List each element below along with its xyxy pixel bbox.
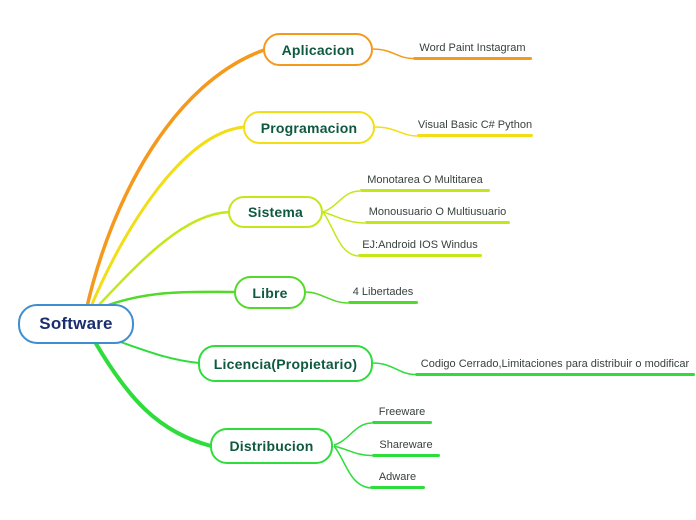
leaf-label: Codigo Cerrado,Limitaciones para distrib… <box>420 358 690 370</box>
leaf-label: 4 Libertades <box>352 286 414 298</box>
curve-root-to-programacion <box>88 125 246 311</box>
curve-aplicacion-to-leaf <box>372 48 414 60</box>
curve-distribucion-to-leaf2 <box>333 445 373 457</box>
curve-distribucion-to-leaf3 <box>333 445 371 489</box>
branch-node-aplicacion[interactable]: Aplicacion <box>263 33 373 66</box>
root-node-label: Software <box>39 314 113 333</box>
leaf-monotarea-o-multitarea[interactable]: Monotarea O Multitarea <box>360 173 490 192</box>
curve-root-to-aplicacion <box>84 48 266 313</box>
leaf-underline <box>360 189 490 192</box>
leaf-adware[interactable]: Adware <box>370 470 425 489</box>
leaf-label: Shareware <box>379 439 433 451</box>
leaf-shareware[interactable]: Shareware <box>372 438 440 457</box>
leaf-underline <box>372 421 432 424</box>
leaf-label: Freeware <box>378 406 426 418</box>
leaf-monousuario-o-multiusuario[interactable]: Monousuario O Multiusuario <box>365 205 510 224</box>
curve-libre-to-leaf <box>305 291 349 304</box>
leaf-underline <box>413 57 532 60</box>
leaf-ej-android-ios-windus[interactable]: EJ:Android IOS Windus <box>358 238 482 257</box>
branch-node-programacion[interactable]: Programacion <box>243 111 375 144</box>
branch-label: Sistema <box>247 204 304 220</box>
leaf-underline <box>365 221 510 224</box>
curve-sistema-to-leaf1 <box>322 190 361 213</box>
branch-node-distribucion[interactable]: Distribucion <box>210 428 333 464</box>
leaf-freeware[interactable]: Freeware <box>372 405 432 424</box>
leaf-underline <box>348 301 418 304</box>
branch-label: Programacion <box>260 119 358 136</box>
leaf-underline <box>358 254 482 257</box>
branch-node-libre[interactable]: Libre <box>234 276 306 309</box>
leaf-4-libertades[interactable]: 4 Libertades <box>348 285 418 304</box>
root-node-software[interactable]: Software <box>18 304 134 344</box>
leaf-visual-basic-c-python[interactable]: Visual Basic C# Python <box>417 118 533 137</box>
branch-label: Distribucion <box>229 438 314 454</box>
curve-programacion-to-leaf <box>374 126 418 137</box>
branch-node-sistema[interactable]: Sistema <box>228 196 323 228</box>
branch-label: Aplicacion <box>281 41 355 58</box>
leaf-word-paint-instagram[interactable]: Word Paint Instagram <box>413 41 532 60</box>
curve-root-to-sistema <box>94 210 231 310</box>
branch-node-licencia[interactable]: Licencia(Propietario) <box>198 345 373 382</box>
leaf-underline <box>415 373 695 376</box>
curve-sistema-to-leaf2 <box>322 211 366 224</box>
leaf-codigo-cerrado[interactable]: Codigo Cerrado,Limitaciones para distrib… <box>415 357 695 376</box>
curve-root-to-libre <box>101 290 237 309</box>
leaf-label: Monousuario O Multiusuario <box>368 206 507 218</box>
curve-root-to-licencia <box>111 338 200 364</box>
leaf-label: Monotarea O Multitarea <box>367 174 483 186</box>
curve-root-to-distribucion <box>93 340 213 448</box>
leaf-label: Visual Basic C# Python <box>417 119 533 131</box>
leaf-underline <box>417 134 533 137</box>
branch-label: Licencia(Propietario) <box>213 355 358 372</box>
leaf-underline <box>372 454 440 457</box>
curve-licencia-to-leaf <box>372 362 416 376</box>
curve-sistema-to-leaf3 <box>322 211 359 257</box>
branch-label: Libre <box>252 284 288 301</box>
leaf-label: Word Paint Instagram <box>419 42 526 54</box>
leaf-underline <box>370 486 425 489</box>
curve-distribucion-to-leaf1 <box>333 422 373 446</box>
leaf-label: Adware <box>378 471 417 483</box>
leaf-label: EJ:Android IOS Windus <box>362 239 478 251</box>
